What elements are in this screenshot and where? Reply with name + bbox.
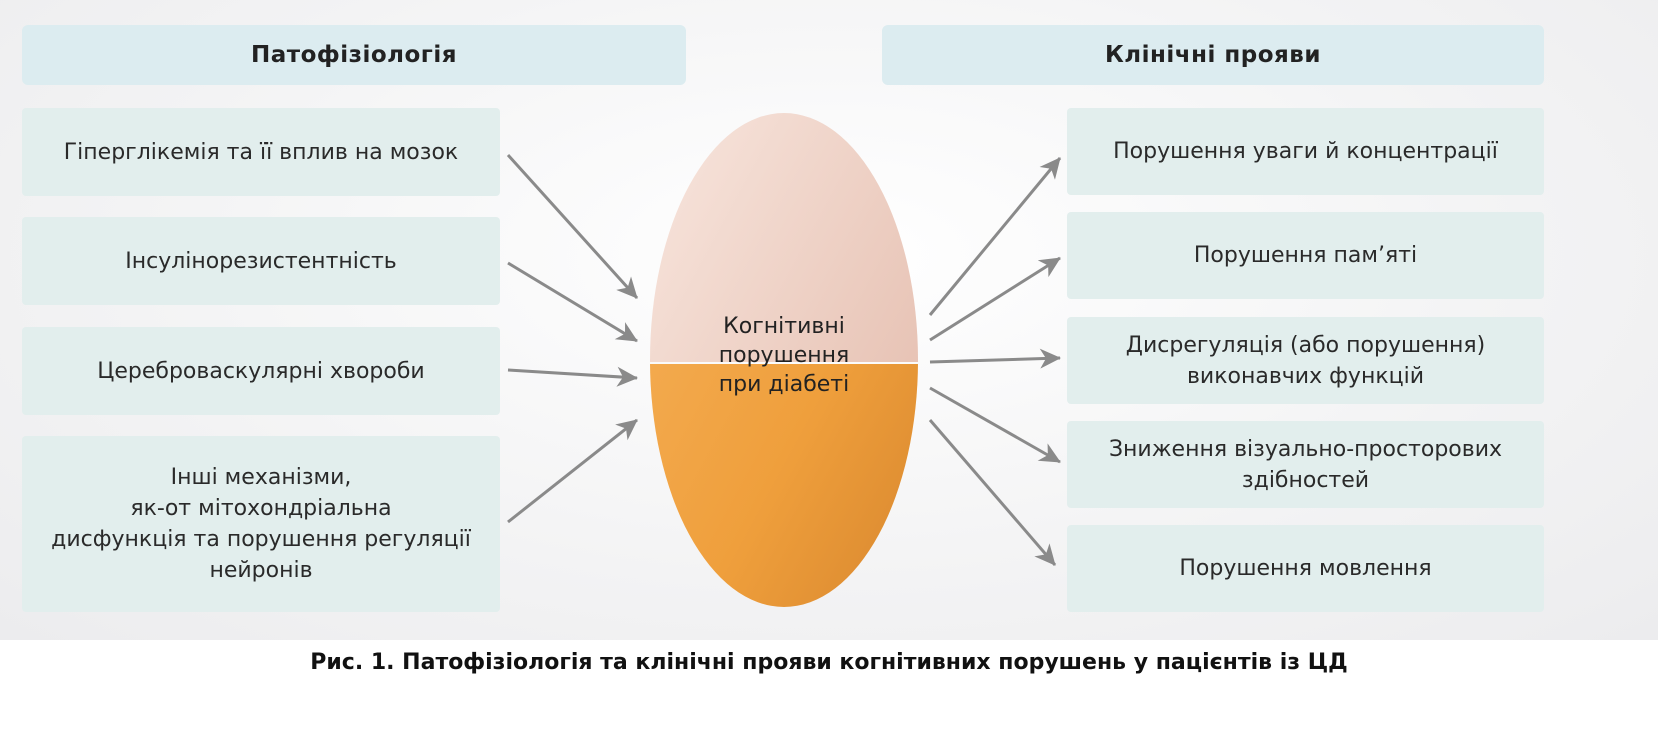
cause-box: Інші механізми, як-от мітохондріальна ди… [22,436,500,612]
arrow-icon [928,419,1057,566]
manifestation-box: Порушення пам’яті [1067,212,1544,299]
cause-text: Інші механізми, як-от мітохондріальна ди… [51,462,471,586]
arrow-icon [929,386,1061,464]
cause-text: Цереброваскулярні хвороби [97,356,424,387]
manifestation-text: Порушення уваги й концентрації [1113,136,1498,167]
manifestation-line: Зниження візуально-просторових [1108,436,1503,462]
center-label: Когнітивні порушення при діабеті [684,312,884,399]
center-line: при діабеті [718,372,850,397]
cause-box: Гіперглікемія та її вплив на мозок [22,108,500,196]
egg-bottom-half [650,364,918,607]
arrow-icon [929,348,1061,369]
left-header: Патофізіологія [22,25,686,85]
cause-text: Інсулінорезистентність [125,246,397,277]
cause-text: Гіперглікемія та її вплив на мозок [64,137,458,168]
arrow-icon [507,366,638,387]
figure-caption: Рис. 1. Патофізіологія та клінічні прояв… [310,650,1348,675]
cause-box: Цереброваскулярні хвороби [22,327,500,415]
arrow-icon [507,261,638,343]
egg-and-arrows [506,113,1062,607]
egg-top-half [650,113,918,362]
cause-box: Інсулінорезистентність [22,217,500,305]
center-line: порушення [718,343,850,368]
cause-line: Інші механізми, [170,465,352,490]
manifestation-text: Зниження візуально-просторових здібностей [1109,434,1502,496]
arrow-icon [506,153,639,300]
right-header: Клінічні прояви [882,25,1544,85]
cause-line: Інсулінорезистентність [125,248,397,274]
manifestation-text: Дисрегуляція (або порушення) виконавчих ф… [1126,330,1485,392]
manifestation-line: Порушення пам’яті [1193,243,1418,268]
cause-line: дисфункція та порушення регуляції [51,527,471,552]
manifestation-box: Дисрегуляція (або порушення) виконавчих ф… [1067,317,1544,404]
arrow-icon [507,418,638,524]
manifestation-line: здібностей [1241,467,1370,493]
diagram-panel: Патофізіологія Клінічні прояви Гіперглік… [0,0,1658,640]
arrow-icon [928,157,1062,316]
cause-line: Цереброваскулярні хвороби [97,358,425,384]
manifestation-box: Зниження візуально-просторових здібностей [1067,421,1544,508]
arrow-icon [929,256,1061,342]
cause-line: Гіперглікемія та її вплив на мозок [63,139,459,165]
cause-line: нейронів [209,558,313,583]
manifestation-box: Порушення уваги й концентрації [1067,108,1544,195]
manifestation-line: Дисрегуляція (або порушення) [1125,332,1486,358]
manifestation-line: виконавчих функцій [1186,363,1425,389]
manifestation-line: Порушення мовлення [1179,556,1432,581]
cause-line: як-от мітохондріальна [130,496,392,521]
manifestation-line: Порушення уваги й концентрації [1113,139,1498,164]
manifestation-text: Порушення пам’яті [1194,240,1417,271]
manifestation-text: Порушення мовлення [1179,553,1431,584]
center-line: Когнітивні [723,314,845,339]
manifestation-box: Порушення мовлення [1067,525,1544,612]
